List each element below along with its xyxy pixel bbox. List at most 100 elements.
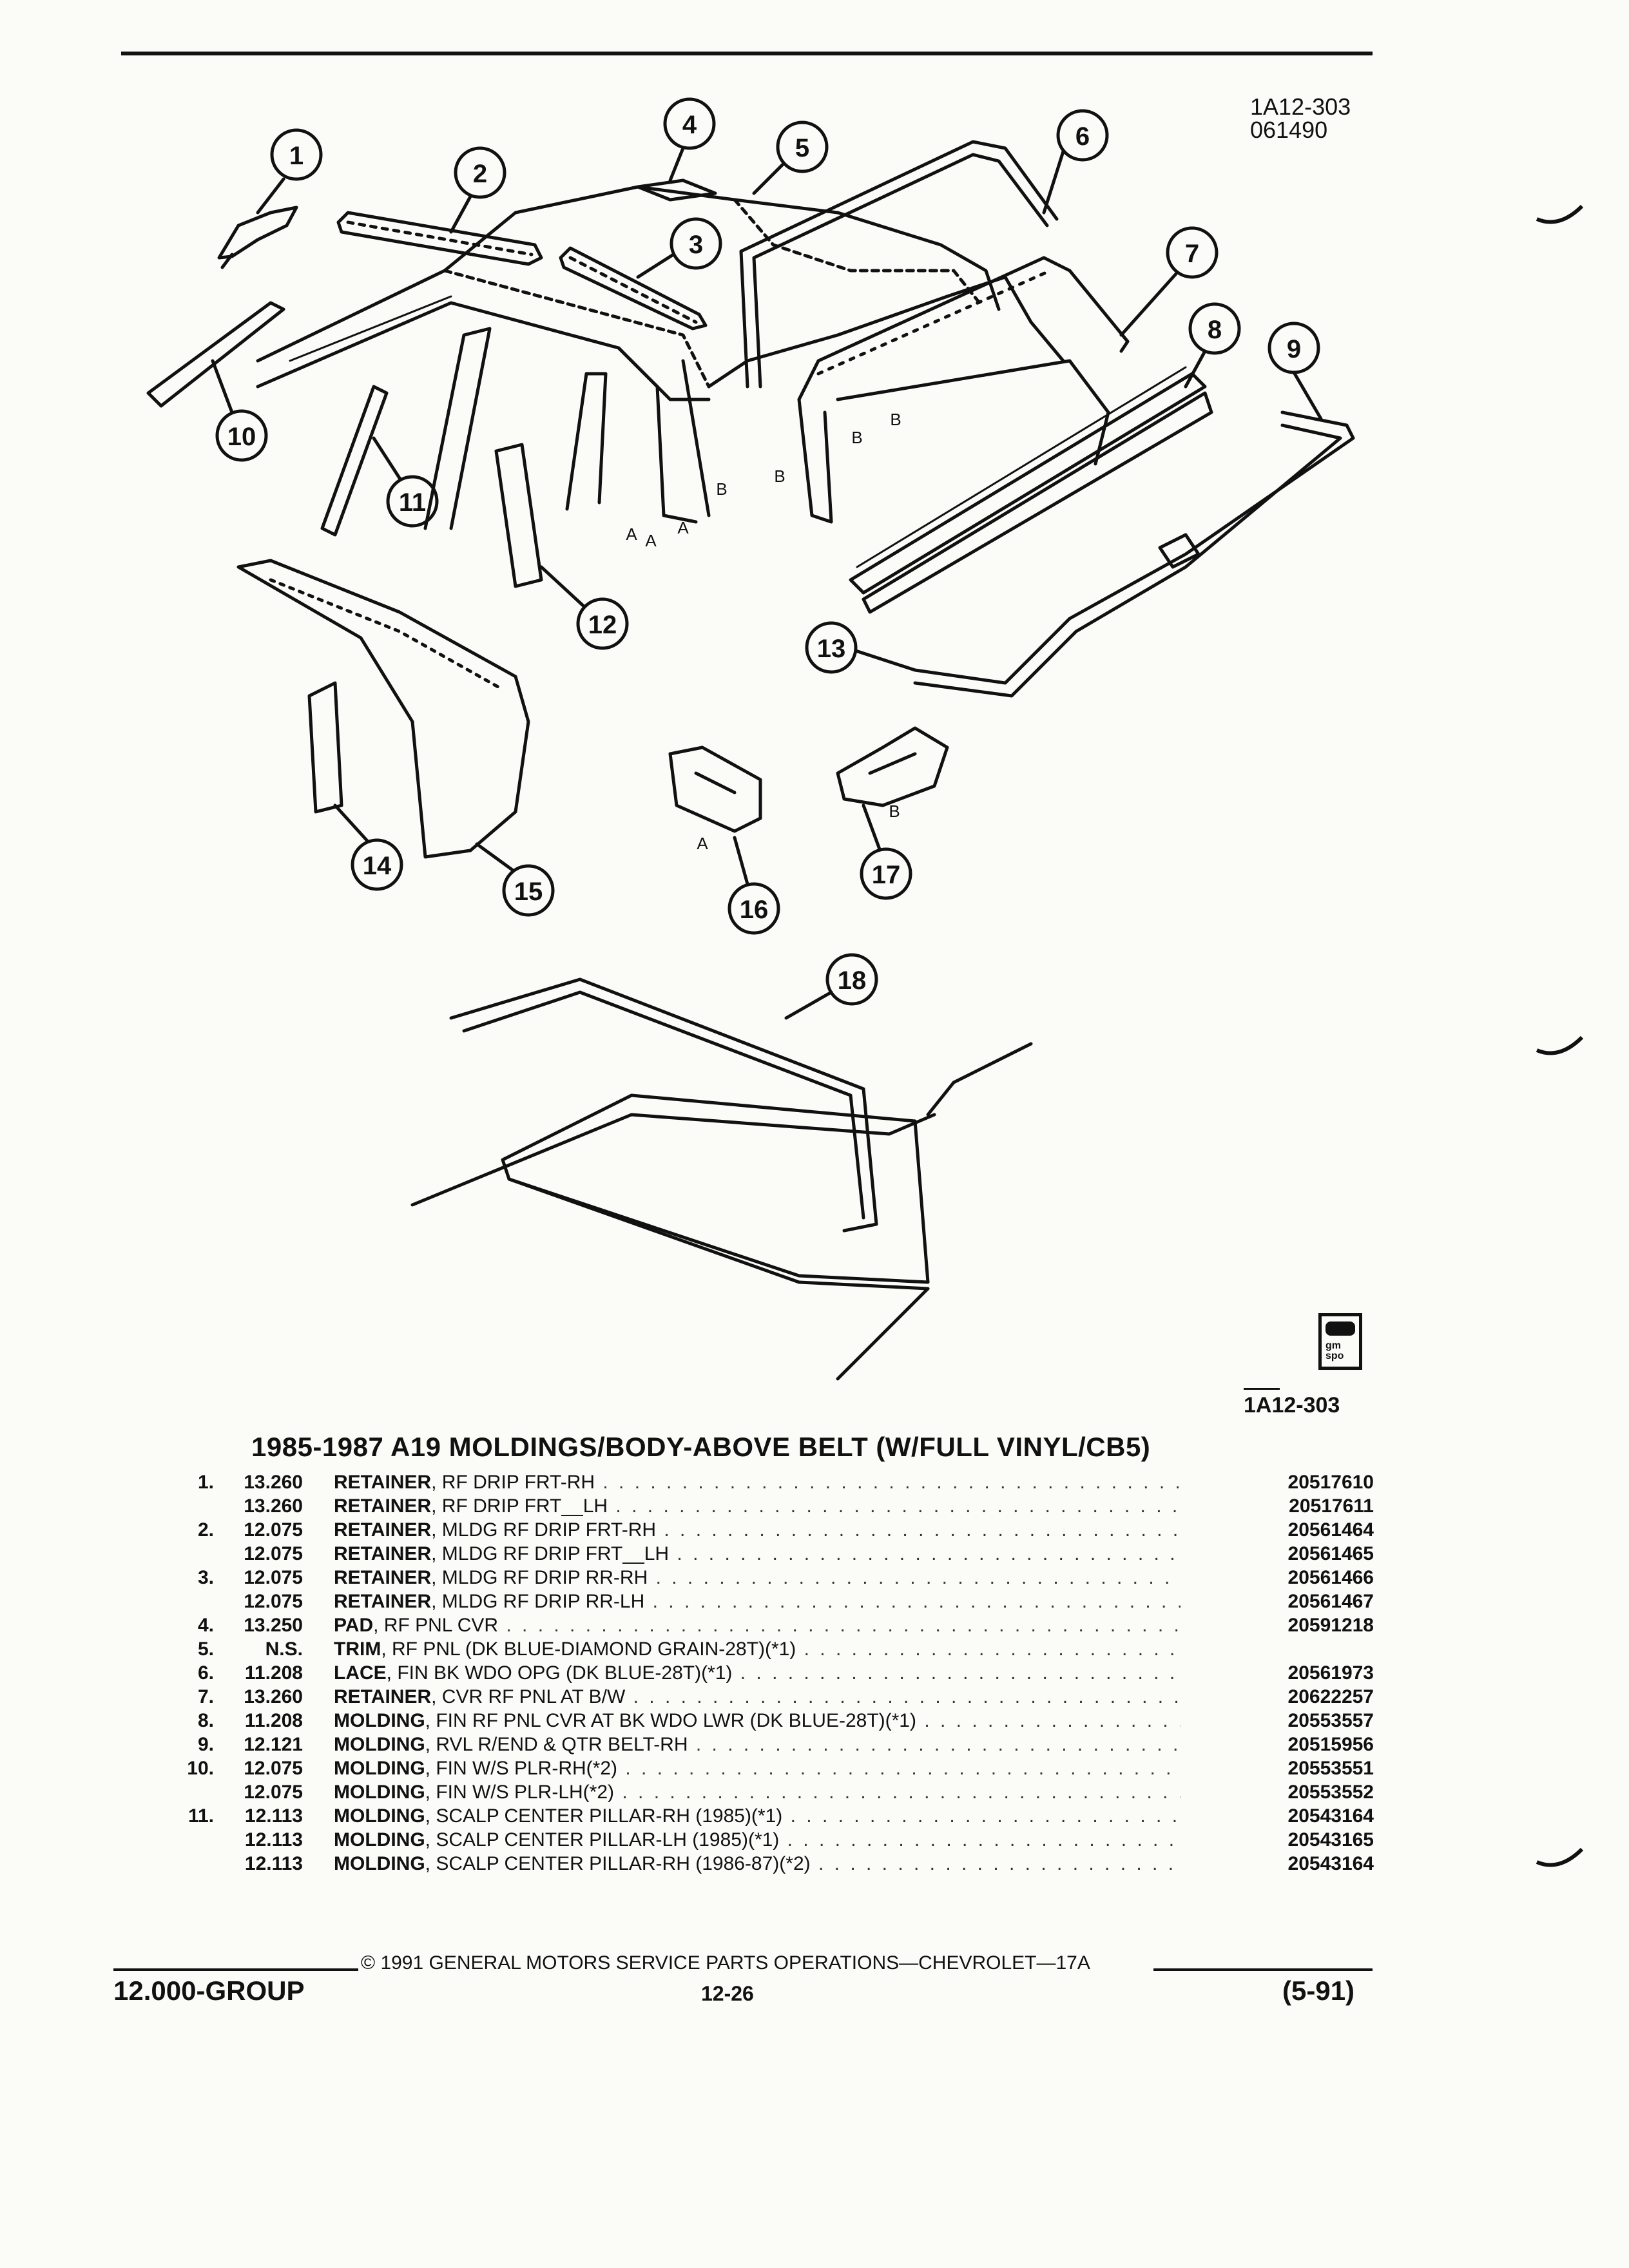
part-number: 20591218 (1287, 1615, 1374, 1636)
part-4-pad (636, 178, 717, 202)
part-detail: , SCALP CENTER PILLAR-RH (1986-87)(*2) (425, 1853, 811, 1874)
leader-dots: . . . . . . . . . . . . . . . . . . . . … (804, 1639, 1181, 1660)
part-name: MOLDING (334, 1805, 425, 1827)
callout-1 (256, 128, 323, 215)
leader-dots: . . . . . . . . . . . . . . . . . . . . … (677, 1543, 1181, 1564)
section-code: 12.121 (244, 1734, 303, 1755)
part-name: TRIM (334, 1639, 381, 1660)
part-14-molding (307, 681, 343, 814)
part-description: RETAINER, RF DRIP FRT-RH . . . . . . . .… (334, 1470, 1181, 1494)
part-detail: , FIN W/S PLR-LH(*2) (425, 1782, 615, 1803)
figure-label-bar (1244, 1388, 1280, 1390)
leader-dots: . . . . . . . . . . . . . . . . . . . . … (787, 1829, 1181, 1850)
leader-dots: . . . . . . . . . . . . . . . . . . . . … (655, 1567, 1181, 1588)
part-number: 20622257 (1287, 1686, 1374, 1707)
section-code: 13.250 (244, 1615, 303, 1636)
tag-a-1: A (626, 524, 637, 544)
section-code: 12.113 (244, 1805, 303, 1827)
section-code: 13.260 (244, 1472, 303, 1493)
callout-13 (805, 621, 917, 674)
part-15-molding (236, 559, 530, 859)
tag-a-16: A (697, 834, 708, 853)
gm-spo-logo: gm spo (1318, 1313, 1362, 1370)
roof-trim-outline (256, 185, 1110, 524)
part-number: 20561465 (1287, 1543, 1374, 1564)
leader-dots: . . . . . . . . . . . . . . . . . . . . … (652, 1591, 1181, 1612)
callout-8 (1184, 302, 1241, 389)
part-1-retainer (217, 206, 298, 269)
part-number: 20517611 (1289, 1495, 1374, 1517)
part-number: 20553557 (1287, 1710, 1374, 1731)
callout-6 (1042, 109, 1109, 215)
part-17-clip (836, 726, 949, 807)
part-detail: , RVL R/END & QTR BELT-RH (425, 1734, 688, 1755)
part-name: RETAINER (334, 1591, 432, 1612)
part-name: MOLDING (334, 1758, 425, 1779)
callout-3 (636, 217, 722, 279)
callout-label-7: 7 (1185, 240, 1199, 268)
section-code: 12.075 (244, 1543, 303, 1564)
item-number: 1. (197, 1472, 214, 1493)
part-description: RETAINER, MLDG RF DRIP FRT-RH . . . . . … (334, 1518, 1181, 1542)
tag-a-3: A (677, 518, 689, 537)
item-number: 3. (197, 1567, 214, 1588)
group-label: 12.000-GROUP (113, 1975, 305, 2006)
part-number: 20543165 (1287, 1829, 1374, 1850)
callout-label-17: 17 (872, 861, 901, 889)
section-code: 12.075 (244, 1519, 303, 1541)
section-code: 12.113 (244, 1829, 303, 1850)
part-description: LACE, FIN BK WDO OPG (DK BLUE-28T)(*1) .… (334, 1661, 1181, 1685)
part-description: MOLDING, FIN W/S PLR-LH(*2) . . . . . . … (334, 1780, 1181, 1804)
callout-14 (333, 803, 403, 891)
part-detail: , SCALP CENTER PILLAR-RH (1985)(*1) (425, 1805, 783, 1827)
item-number: 9. (197, 1734, 214, 1755)
part-number: 20543164 (1287, 1805, 1374, 1827)
part-name: RETAINER (334, 1472, 432, 1493)
part-description: MOLDING, FIN RF PNL CVR AT BK WDO LWR (D… (334, 1709, 1181, 1733)
part-3-retainer (559, 246, 708, 331)
callout-label-1: 1 (289, 142, 304, 170)
callout-5 (752, 120, 829, 195)
part-detail: , MLDG RF DRIP RR-RH (431, 1567, 648, 1588)
callout-label-14: 14 (363, 852, 392, 880)
top-rule (121, 52, 1373, 55)
callout-label-12: 12 (588, 611, 617, 639)
item-number: 4. (197, 1615, 214, 1636)
callout-label-15: 15 (514, 878, 543, 906)
logo-emblem (1325, 1321, 1355, 1336)
tag-b-2: B (774, 466, 785, 486)
callout-15 (475, 842, 555, 917)
leader-dots: . . . . . . . . . . . . . . . . . . . . … (695, 1734, 1181, 1755)
callout-label-6: 6 (1075, 122, 1090, 151)
tag-b-1: B (716, 479, 727, 499)
callout-label-10: 10 (227, 423, 256, 451)
callout-label-3: 3 (689, 231, 703, 259)
leader-dots: . . . . . . . . . . . . . . . . . . . . … (615, 1495, 1181, 1517)
parts-row: 5.N.S.TRIM, RF PNL (DK BLUE-DIAMOND GRAI… (169, 1637, 1374, 1661)
part-2-retainer (336, 211, 543, 266)
tag-b-3: B (851, 428, 862, 447)
part-detail: , FIN RF PNL CVR AT BK WDO LWR (DK BLUE-… (425, 1710, 916, 1731)
part-name: RETAINER (334, 1495, 432, 1517)
page-number: 12-26 (701, 1982, 754, 2005)
margin-mark-3 (1536, 1847, 1584, 1867)
callout-label-18: 18 (838, 966, 867, 995)
callout-label-9: 9 (1287, 335, 1301, 363)
leader-dots: . . . . . . . . . . . . . . . . . . . . … (664, 1519, 1181, 1541)
callout-2 (449, 146, 506, 234)
part-detail: , MLDG RF DRIP FRT-RH (431, 1519, 657, 1541)
leader-dots: . . . . . . . . . . . . . . . . . . . . … (506, 1615, 1181, 1636)
part-detail: , CVR RF PNL AT B/W (431, 1686, 626, 1707)
section-code: 11.208 (244, 1710, 303, 1731)
part-number: 20553552 (1287, 1782, 1374, 1803)
leader-dots: . . . . . . . . . . . . . . . . . . . . … (924, 1710, 1181, 1731)
leader-dots: . . . . . . . . . . . . . . . . . . . . … (818, 1853, 1181, 1874)
part-detail: , RF DRIP FRT-RH (431, 1472, 595, 1493)
